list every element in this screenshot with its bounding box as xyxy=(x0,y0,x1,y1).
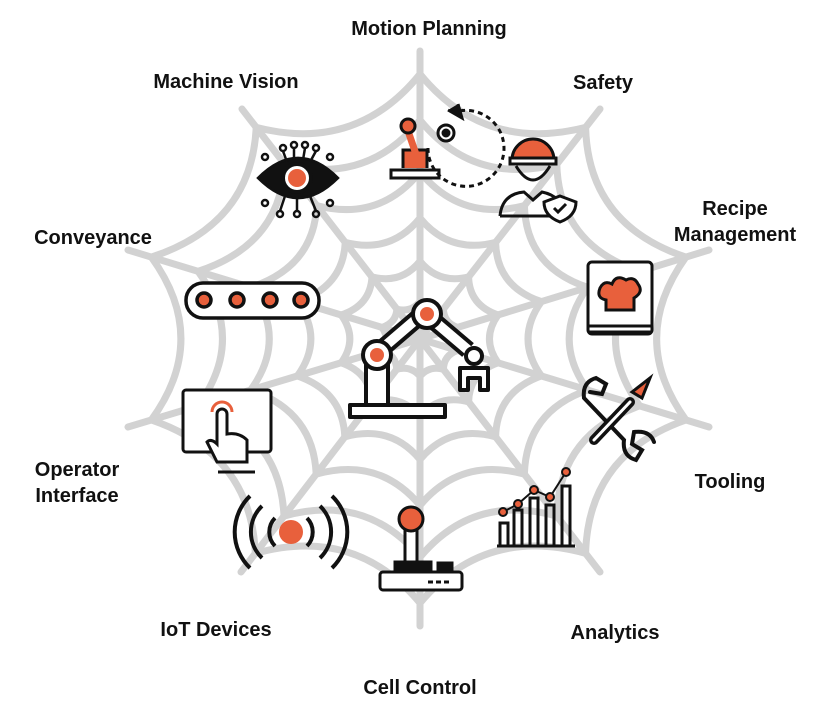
web-spoke xyxy=(416,105,604,343)
node-label-iot-devices: IoT Devices xyxy=(160,617,271,643)
web-ring xyxy=(192,117,646,563)
wrench-screwdriver-icon xyxy=(581,373,656,463)
web-ring xyxy=(244,169,594,511)
label-line: Safety xyxy=(572,72,634,94)
node-label-safety: Safety xyxy=(573,70,633,96)
node-label-motion-planning: Motion Planning xyxy=(351,16,507,42)
label-line: Recipe xyxy=(702,198,768,220)
label-line: Conveyance xyxy=(34,227,152,249)
label-line: Interface xyxy=(35,485,119,507)
label-line: Motion Planning xyxy=(351,18,507,40)
node-label-machine-vision: Machine Vision xyxy=(153,69,298,95)
wireless-signal-icon xyxy=(232,494,350,570)
web-spoke xyxy=(416,246,713,343)
label-line: IoT Devices xyxy=(160,619,272,641)
label-line: Analytics xyxy=(570,622,660,644)
joystick-icon xyxy=(378,505,464,592)
node-label-cell-control: Cell Control xyxy=(363,675,476,701)
recipe-book-chef-hat-icon xyxy=(586,260,654,336)
label-line: Operator xyxy=(34,459,120,481)
node-label-analytics: Analytics xyxy=(571,620,660,646)
label-line: Tooling xyxy=(694,471,766,493)
safety-worker-shield-icon xyxy=(498,137,578,224)
label-line: Management xyxy=(673,224,797,246)
node-label-tooling: Tooling xyxy=(695,469,766,495)
touch-screen-icon xyxy=(181,388,273,474)
label-line: Machine Vision xyxy=(153,71,299,93)
label-line: Cell Control xyxy=(363,677,477,699)
robot-arm-icon xyxy=(348,298,490,419)
web-spoke xyxy=(238,105,424,343)
bar-chart-trend-icon xyxy=(497,467,575,548)
motion-planning-robot-gear-icon xyxy=(389,103,506,188)
web-ring xyxy=(145,71,692,609)
conveyor-belt-icon xyxy=(184,281,321,320)
eye-circuit-icon xyxy=(256,140,340,219)
web-ring xyxy=(291,215,547,466)
node-label-conveyance: Conveyance xyxy=(34,225,152,251)
